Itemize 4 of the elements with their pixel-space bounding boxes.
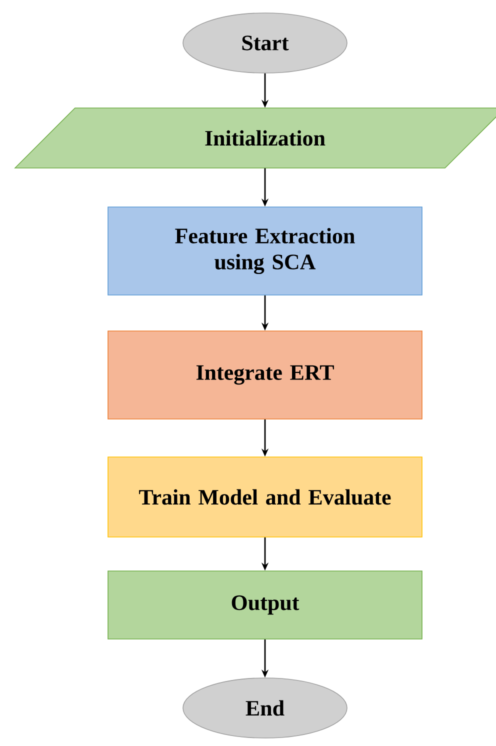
process-box: Integrate ERT — [108, 330, 422, 420]
process-box: Train Model and Evaluate — [108, 456, 422, 538]
process-box: Output — [108, 570, 422, 640]
process-box: Feature Extraction using SCA — [108, 206, 422, 296]
